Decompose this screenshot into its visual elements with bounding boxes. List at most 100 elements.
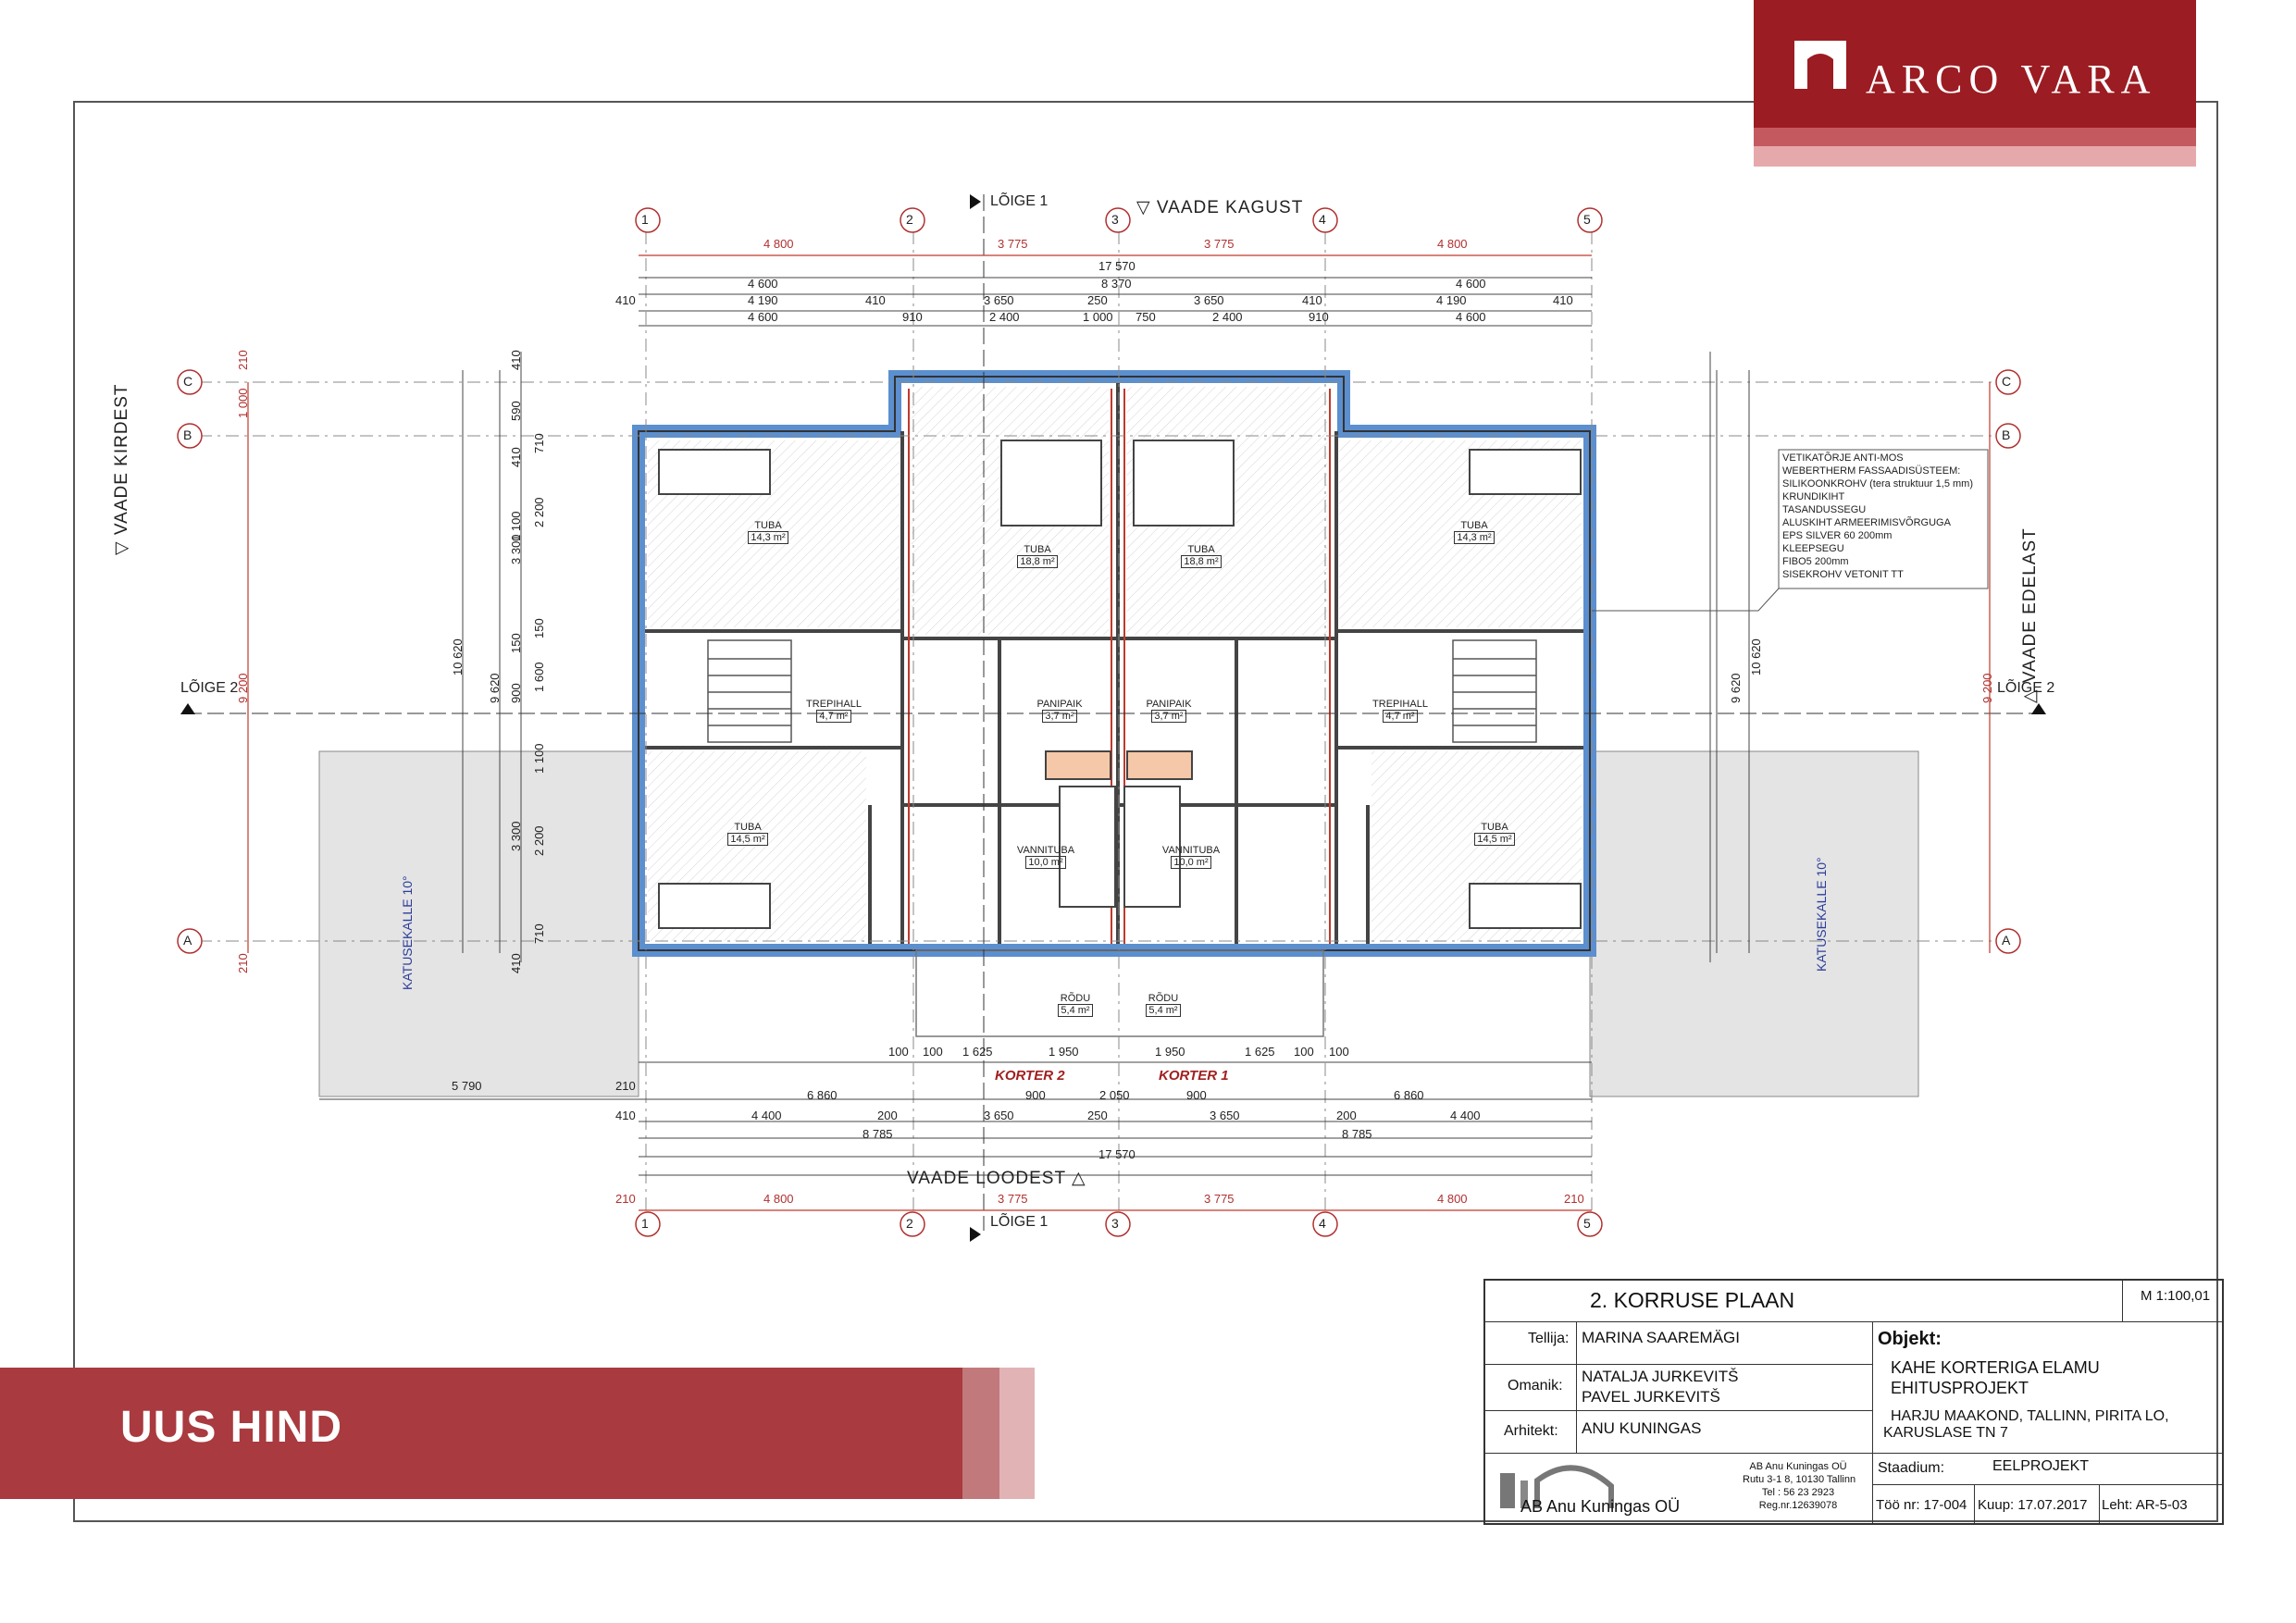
room-name: PANIPAIK [1146, 699, 1192, 710]
architect-name: ANU KUNINGAS [1582, 1419, 1702, 1437]
room-area: 14,5 m² [727, 833, 768, 846]
dim-total-bottom: 17 570 [1098, 1147, 1136, 1161]
view-left: VAADE KIRDEST [112, 383, 131, 536]
facade-note: KLEEPSEGU [1782, 543, 1844, 554]
object-name-1: KAHE KORTERIGA ELAMU [1891, 1358, 2100, 1377]
dim-red-bottom: 3 775 [1204, 1192, 1235, 1206]
dim-bottom: 4 400 [751, 1109, 782, 1122]
dim-bottom: 200 [877, 1109, 898, 1122]
facade-note: TASANDUSSEGU [1782, 504, 1867, 515]
room-name: TUBA [734, 822, 762, 833]
object-address-1: HARJU MAAKOND, TALLINN, PIRITA LO, [1891, 1408, 2169, 1424]
arco-vara-icon [1794, 41, 1846, 89]
roof-slope-right: KATUSEKALLE 10° [1814, 857, 1829, 972]
furniture [658, 440, 1582, 929]
firm-line: Tel : 56 23 2923 [1761, 1487, 1835, 1498]
dim-total-top: 17 570 [1098, 259, 1136, 273]
grid-label: 2 [906, 1216, 913, 1231]
client-name: MARINA SAAREMÄGI [1582, 1329, 1740, 1346]
dim-side: 590 [509, 401, 523, 421]
price-banner[interactable] [0, 1368, 962, 1499]
dim-top: 4 600 [1456, 277, 1486, 291]
grid-label: 3 [1111, 212, 1119, 227]
drawing-frame [73, 101, 2218, 1522]
grid-label: A [183, 933, 192, 948]
dim-bottom: 8 785 [1342, 1127, 1372, 1141]
dim-red-bottom: 3 775 [998, 1192, 1028, 1206]
room-name: PANIPAIK [1036, 699, 1083, 710]
dim-side: 2 200 [532, 497, 546, 527]
grid-label: 4 [1319, 1216, 1326, 1231]
view-right: VAADE EDELAST [2020, 527, 2040, 684]
dimension-lines-black [319, 277, 1750, 1176]
facade-note: SISEKROHV VETONIT TT [1782, 569, 1904, 580]
dim-bottom: 1 625 [962, 1045, 993, 1059]
dim-bottom: 210 [615, 1079, 636, 1093]
room-area: 14,5 m² [1474, 833, 1515, 846]
dim-side: 210 [236, 953, 250, 973]
brand-logo[interactable] [1754, 0, 2196, 128]
dim-side: 900 [509, 683, 523, 703]
room-area: 18,8 m² [1017, 555, 1058, 568]
dim-red-top: 3 775 [1204, 237, 1235, 251]
dim-top: 2 400 [989, 310, 1020, 324]
dim-side: 710 [532, 923, 546, 944]
dim-side: 1 000 [236, 388, 250, 418]
dim-bottom: 1 950 [1155, 1045, 1185, 1059]
dim-top: 4 190 [1436, 293, 1467, 307]
section-marker [970, 194, 981, 209]
dim-bottom: 1 625 [1245, 1045, 1275, 1059]
facade-note: ALUSKIHT ARMEERIMISVÕRGUGA [1782, 517, 1951, 528]
section-label-right: LÕIGE 2 [1997, 680, 2055, 696]
balcony [915, 949, 1324, 1037]
dim-top: 4 600 [1456, 310, 1486, 324]
dim-top: 410 [1302, 293, 1322, 307]
facade-note: VETIKATÕRJE ANTI-MOS [1782, 452, 1904, 464]
architect-label: Arhitekt: [1504, 1423, 1558, 1439]
drawing-title: 2. KORRUSE PLAAN [1590, 1288, 1795, 1312]
dim-bottom: 8 785 [863, 1127, 893, 1141]
dim-bottom: 100 [888, 1045, 909, 1059]
facade-note: WEBERTHERM FASSAADISÜSTEEM: [1782, 465, 1961, 477]
grid-label: 1 [641, 212, 649, 227]
view-label-left: ▽ VAADE KIRDEST [112, 383, 131, 555]
dim-bottom: 200 [1336, 1109, 1357, 1122]
client-label: Tellija: [1528, 1331, 1570, 1346]
section-label-left: LÕIGE 2 [180, 680, 239, 696]
dim-side: 150 [509, 633, 523, 653]
dim-top: 410 [865, 293, 886, 307]
object-address-2: KARUSLASE TN 7 [1883, 1425, 2008, 1441]
dim-red-bottom: 4 800 [763, 1192, 794, 1206]
section-marker [180, 703, 195, 714]
apartment-label-right: KORTER 1 [1159, 1068, 1229, 1084]
dim-bottom: 900 [1025, 1088, 1046, 1102]
dim-side: 3 300 [509, 821, 523, 851]
brand-name: ARCO VARA [1866, 56, 2157, 102]
facade-note: SILIKOONKROHV (tera struktuur 1,5 mm) [1782, 478, 1973, 489]
dim-bottom: 2 050 [1099, 1088, 1130, 1102]
grid-label: B [183, 427, 192, 442]
grid-label: 1 [641, 1216, 649, 1231]
dim-side: 410 [509, 953, 523, 973]
stage-label: Staadium: [1878, 1460, 1945, 1476]
dim-top: 2 400 [1212, 310, 1243, 324]
dim-side: 10 620 [1749, 638, 1763, 675]
owner-name-1: NATALJA JURKEVITŠ [1582, 1368, 1739, 1385]
room-area: 5,4 m² [1058, 1004, 1093, 1017]
facade-notes: VETIKATÕRJE ANTI-MOS WEBERTHERM FASSAADI… [1782, 452, 1988, 581]
grid-label: C [183, 374, 193, 389]
logo-stripe [1754, 128, 2196, 146]
firm-line: Reg.nr.12639078 [1758, 1500, 1838, 1511]
room-name: RÕDU [1148, 993, 1179, 1004]
gridlines [185, 194, 2036, 1231]
dim-red-bottom: 210 [1564, 1192, 1584, 1206]
dim-side: 1 100 [532, 743, 546, 774]
dim-top: 910 [1309, 310, 1329, 324]
banner-stripe [999, 1368, 1035, 1499]
dim-top: 1 000 [1083, 310, 1113, 324]
dim-top: 8 370 [1101, 277, 1132, 291]
